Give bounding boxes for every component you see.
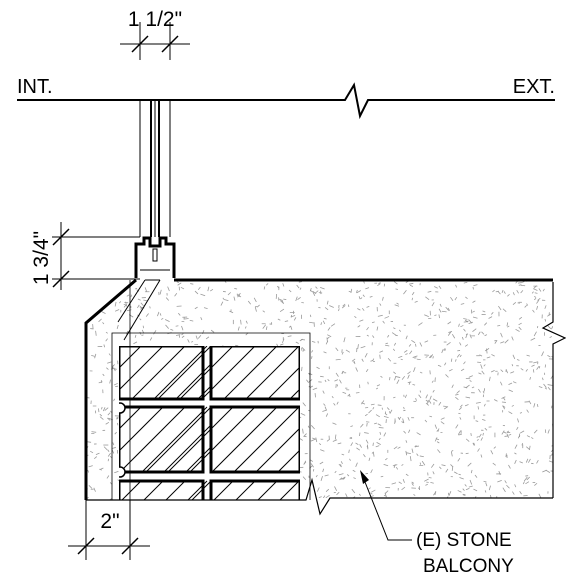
bottom-dimension: 2" xyxy=(68,500,150,560)
dim-bottom-label: 2" xyxy=(100,510,119,533)
dim-top-label: 1 1/2" xyxy=(128,8,182,31)
callout-line-1: (E) STONE xyxy=(416,530,512,551)
stone-blocks xyxy=(119,346,300,500)
inner-outline xyxy=(111,332,311,500)
glass-railing xyxy=(139,100,171,237)
floor-line xyxy=(17,82,555,120)
callout-line-2: BALCONY xyxy=(423,556,514,577)
dim-side-label: 1 3/4" xyxy=(30,231,53,285)
side-dimension: 1 3/4" xyxy=(30,222,140,290)
slab-right-break xyxy=(541,282,566,498)
base-shoe xyxy=(134,236,176,278)
slab-left-edge xyxy=(84,278,137,500)
interior-label: INT. xyxy=(17,76,53,98)
stone-balcony-callout: (E) STONE BALCONY xyxy=(360,470,514,577)
slab-bottom-break xyxy=(86,477,553,516)
exterior-label: EXT. xyxy=(513,76,555,98)
top-dimension: 1 1/2" xyxy=(120,8,190,60)
